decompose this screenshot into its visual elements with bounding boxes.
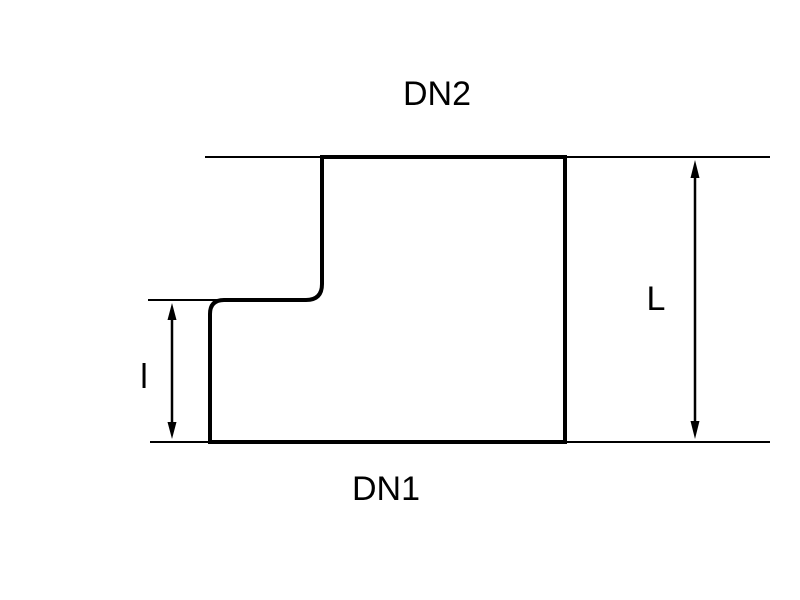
dimension-l: l [140, 303, 177, 439]
arrowhead-down-icon [167, 422, 177, 439]
dimension-L: L [647, 160, 700, 439]
arrowhead-up-icon [167, 303, 177, 320]
arrowhead-down-icon [690, 421, 700, 439]
label-insertion-depth: l [140, 358, 148, 396]
label-dn2: DN2 [403, 75, 471, 113]
arrowhead-up-icon [690, 160, 700, 178]
fitting-body-outline [208, 155, 567, 444]
label-overall-length: L [647, 280, 666, 318]
label-dn1: DN1 [352, 470, 420, 508]
